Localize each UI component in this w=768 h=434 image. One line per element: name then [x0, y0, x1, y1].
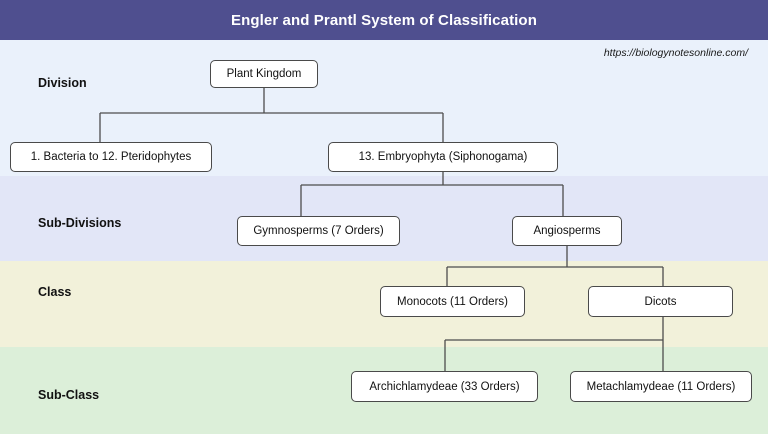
node-archichlamydeae: Archichlamydeae (33 Orders): [351, 371, 538, 402]
node-monocots: Monocots (11 Orders): [380, 286, 525, 317]
node-bacteria-to-pteridophytes: 1. Bacteria to 12. Pteridophytes: [10, 142, 212, 172]
page-title: Engler and Prantl System of Classificati…: [231, 11, 537, 29]
title-bar: Engler and Prantl System of Classificati…: [0, 0, 768, 40]
node-angiosperms: Angiosperms: [512, 216, 622, 246]
row-label-sub-divisions: Sub-Divisions: [38, 216, 122, 230]
row-label-division: Division: [38, 76, 87, 90]
node-plant-kingdom: Plant Kingdom: [210, 60, 318, 88]
row-label-sub-class: Sub-Class: [38, 388, 100, 402]
node-dicots: Dicots: [588, 286, 733, 317]
node-gymnosperms: Gymnosperms (7 Orders): [237, 216, 400, 246]
source-url-text: https://biologynotesonline.com/: [603, 47, 748, 59]
row-label-class: Class: [38, 285, 72, 299]
node-embryophyta: 13. Embryophyta (Siphonogama): [328, 142, 558, 172]
node-metachlamydeae: Metachlamydeae (11 Orders): [570, 371, 752, 402]
